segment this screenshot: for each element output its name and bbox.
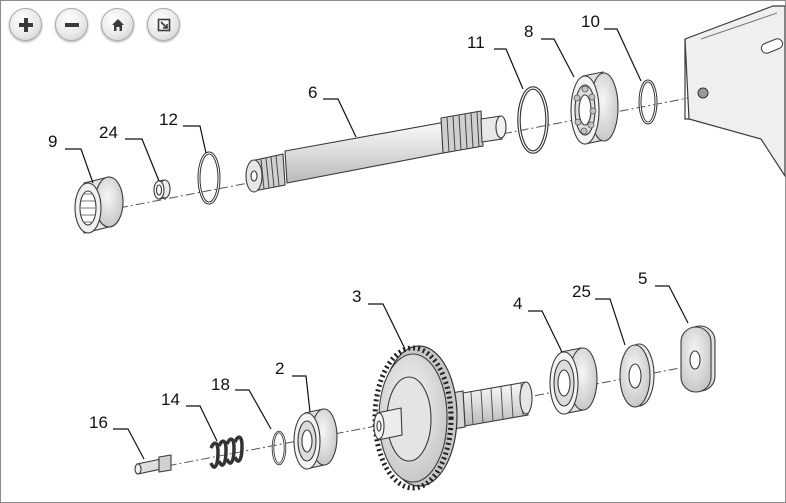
part-2-bearing [293,408,338,470]
callout-12: 12 [159,110,178,129]
viewer-toolbar [9,8,180,41]
zoom-in-button[interactable] [9,8,42,41]
part-14-spring [209,435,244,469]
callout-16: 16 [89,413,108,432]
callout-9: 9 [48,132,57,151]
callout-labels: 9 24 12 6 11 8 10 3 4 25 5 2 18 14 16 [48,12,647,432]
minus-icon [64,22,79,27]
part-18-snap-ring [271,430,287,466]
callout-14: 14 [161,390,180,409]
callout-18: 18 [211,375,230,394]
part-10-snap-ring [638,79,658,125]
callout-3: 3 [352,287,361,306]
part-25-washer [619,343,655,408]
fit-screen-icon [157,18,170,31]
housing-bracket [684,5,785,178]
plus-icon [18,17,33,32]
home-icon [111,18,124,31]
callout-5: 5 [638,269,647,288]
leader-lines [65,28,689,460]
part-3-gear-shaft [372,345,533,491]
part-9-bearing [74,176,124,234]
fit-screen-button[interactable] [147,8,180,41]
callout-11: 11 [467,33,485,52]
zoom-out-button[interactable] [55,8,88,41]
part-8-bearing [570,71,619,145]
callout-6: 6 [308,83,317,102]
part-5-thrust-plate [680,325,716,393]
callout-25: 25 [572,282,591,301]
callout-8: 8 [524,22,533,41]
part-11-snap-ring [517,86,549,154]
callout-24: 24 [99,123,118,142]
part-6-shaft [245,110,507,193]
part-24-bushing [153,179,171,200]
callout-10: 10 [581,12,600,31]
callout-4: 4 [513,294,522,313]
callout-2: 2 [275,359,284,378]
part-4-bearing [549,347,598,415]
part-12-snap-ring [197,151,221,205]
part-16-pin [134,454,172,475]
home-button[interactable] [101,8,134,41]
